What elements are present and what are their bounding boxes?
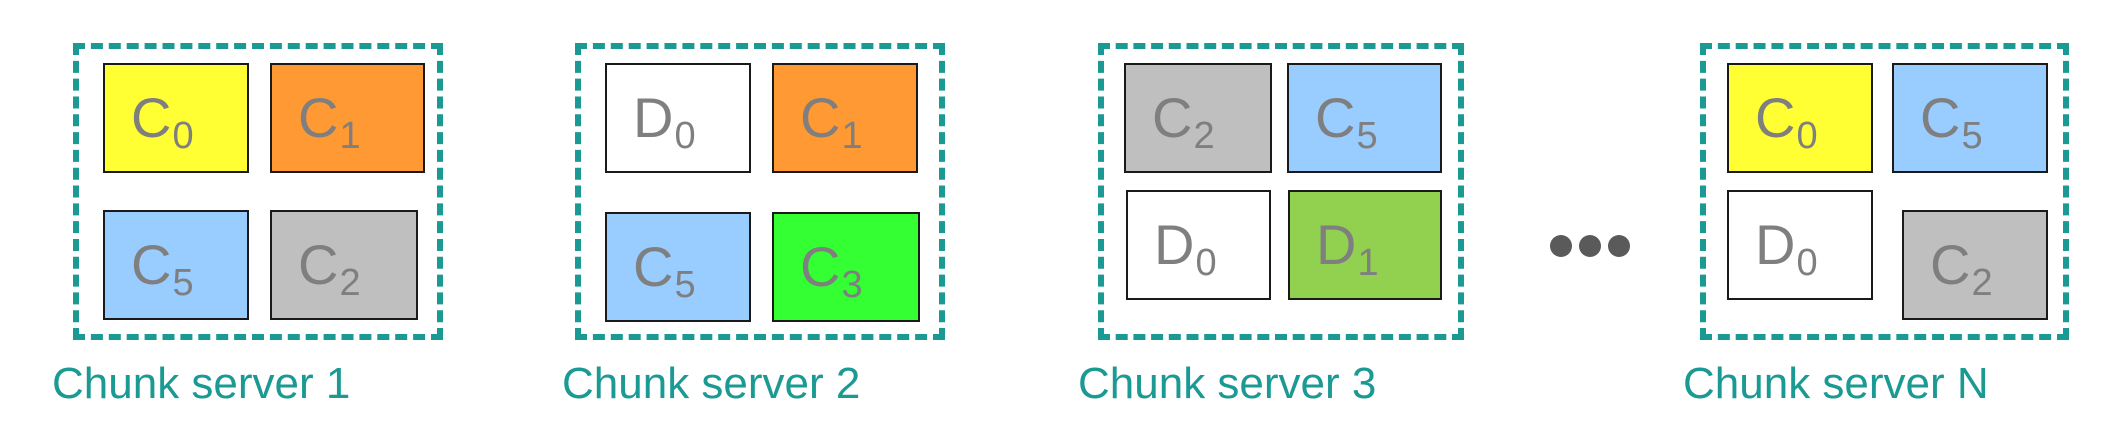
server-frame xyxy=(1098,43,1464,340)
more-servers-ellipsis-icon xyxy=(1550,232,1630,260)
server-frame xyxy=(1700,43,2069,340)
dot-icon xyxy=(1608,235,1630,257)
server-label: Chunk server 1 xyxy=(52,359,351,408)
dot-icon xyxy=(1579,235,1601,257)
server-label: Chunk server 2 xyxy=(562,359,861,408)
server-label: Chunk server N xyxy=(1683,359,1989,408)
server-frame xyxy=(575,43,945,340)
server-frame xyxy=(73,43,443,340)
server-label: Chunk server 3 xyxy=(1078,359,1377,408)
dot-icon xyxy=(1550,235,1572,257)
